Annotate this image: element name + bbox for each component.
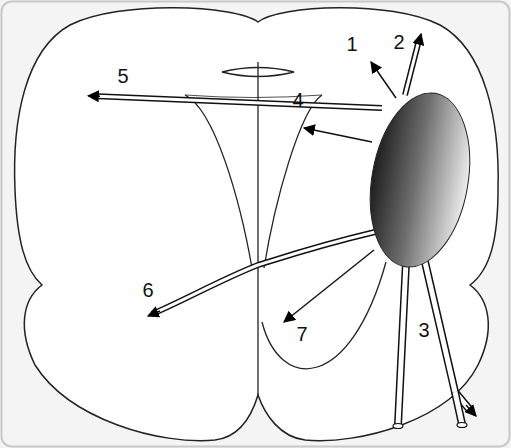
callout-wrap: 3 xyxy=(412,318,436,342)
callout-number: 1 xyxy=(340,32,364,56)
callout-wrap: 1 xyxy=(340,32,364,56)
callout-number: 2 xyxy=(387,30,411,54)
arrow-3-head xyxy=(466,405,476,416)
bundle-end xyxy=(457,423,467,428)
arrow-7 xyxy=(284,250,374,322)
bundle-5-core xyxy=(92,96,382,108)
bundle-end xyxy=(393,424,403,429)
arrow-5-head xyxy=(88,95,100,97)
loop-curve xyxy=(262,262,386,369)
bundle-2 xyxy=(405,40,419,95)
callout-wrap: 2 xyxy=(387,30,411,54)
bundle-5 xyxy=(92,96,382,108)
arrow-6-head xyxy=(148,311,160,316)
median-line xyxy=(257,62,258,395)
bundle-3c xyxy=(455,392,462,424)
callout-number: 4 xyxy=(286,88,310,112)
cup-left-wall xyxy=(185,95,252,268)
bundle-3b xyxy=(425,262,470,410)
callout-wrap: 6 xyxy=(136,278,160,302)
callout-wrap: 4 xyxy=(286,88,310,112)
callout-number: 5 xyxy=(111,64,135,88)
nucleus-ellipse xyxy=(357,85,482,275)
cup-right-wall xyxy=(264,95,322,268)
callout-number: 6 xyxy=(136,278,160,302)
callout-number: 3 xyxy=(412,318,436,342)
bundle-6-core xyxy=(152,232,375,314)
callout-number: 7 xyxy=(290,322,314,346)
arrow-4 xyxy=(304,128,372,142)
bundle-3a-core xyxy=(398,262,406,425)
commissure-lens xyxy=(222,68,294,77)
gray-matter-lines xyxy=(185,62,386,395)
bundle-2-core xyxy=(405,40,419,95)
callout-wrap: 5 xyxy=(111,64,135,88)
bundle-3b-core xyxy=(425,262,470,410)
arrow-2-head xyxy=(419,34,421,42)
bundle-6 xyxy=(152,232,375,314)
cord-outline xyxy=(15,8,499,441)
callout-wrap: 7 xyxy=(290,322,314,346)
bundle-3a xyxy=(398,262,406,425)
bundle-3c-core xyxy=(455,392,462,424)
arrow-1 xyxy=(371,62,396,98)
